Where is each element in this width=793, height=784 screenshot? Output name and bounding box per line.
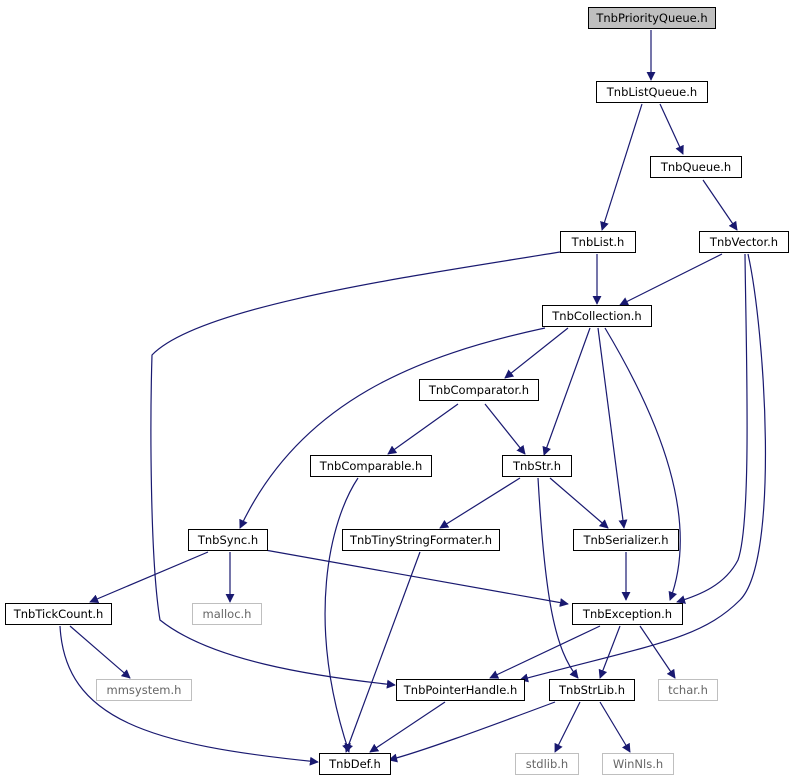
edge-queue-vector xyxy=(702,179,738,231)
edge-collection-str xyxy=(542,327,591,456)
node-vector[interactable]: TnbVector.h xyxy=(699,231,789,253)
edge-exception-strlib xyxy=(598,625,621,679)
edge-vector-pointerhandle xyxy=(519,253,767,683)
node-comparable[interactable]: TnbComparable.h xyxy=(310,455,432,477)
node-pointer-handle[interactable]: TnbPointerHandle.h xyxy=(396,679,525,701)
node-sync[interactable]: TnbSync.h xyxy=(188,529,268,551)
edge-listqueue-list xyxy=(600,103,643,231)
edge-collection-comparator xyxy=(504,327,569,379)
edge-collection-sync xyxy=(239,327,546,529)
edge-sync-exception xyxy=(264,549,569,608)
node-def[interactable]: TnbDef.h xyxy=(319,753,391,775)
edge-exception-pointerhandle xyxy=(489,625,601,679)
node-collection[interactable]: TnbCollection.h xyxy=(542,305,652,327)
node-str-lib[interactable]: TnbStrLib.h xyxy=(549,679,635,701)
node-str[interactable]: TnbStr.h xyxy=(502,455,572,477)
edge-vector-exception xyxy=(676,253,748,604)
edge-pointerhandle-def xyxy=(369,701,446,753)
node-list[interactable]: TnbList.h xyxy=(560,231,636,253)
edge-strlib-winnls xyxy=(599,701,631,753)
edge-listqueue-queue xyxy=(659,103,684,155)
node-tick-count[interactable]: TnbTickCount.h xyxy=(5,603,112,625)
node-queue[interactable]: TnbQueue.h xyxy=(650,156,742,178)
edge-strlib-def xyxy=(388,701,556,763)
edge-comparator-str xyxy=(484,403,526,455)
node-tiny-string-formater[interactable]: TnbTinyStringFormater.h xyxy=(342,529,500,551)
node-winnls[interactable]: WinNls.h xyxy=(602,753,674,775)
edge-str-strlib xyxy=(537,477,579,679)
edge-comparator-comparable xyxy=(387,403,459,455)
edge-tinyformater-def xyxy=(344,551,421,753)
edge-collection-serializer xyxy=(597,327,628,529)
node-exception[interactable]: TnbException.h xyxy=(572,603,683,625)
edge-collection-exception xyxy=(604,327,681,601)
edge-list-pointerhandle xyxy=(150,251,561,689)
edge-str-serializer xyxy=(549,477,609,529)
node-list-queue[interactable]: TnbListQueue.h xyxy=(596,81,708,103)
node-malloc[interactable]: malloc.h xyxy=(192,603,262,625)
edge-exception-tchar xyxy=(639,625,676,679)
edge-comparable-def xyxy=(324,477,359,753)
edge-tickcount-mmsystem xyxy=(69,625,131,679)
edge-strlib-stdlib xyxy=(554,701,581,753)
edge-vector-collection xyxy=(619,253,723,306)
edge-tickcount-def xyxy=(59,625,319,766)
node-serializer[interactable]: TnbSerializer.h xyxy=(573,529,679,551)
node-tchar[interactable]: tchar.h xyxy=(658,679,718,701)
node-mmsystem[interactable]: mmsystem.h xyxy=(96,679,192,701)
node-priority-queue[interactable]: TnbPriorityQueue.h xyxy=(588,7,716,29)
node-comparator[interactable]: TnbComparator.h xyxy=(419,379,539,401)
edge-sync-tickcount xyxy=(89,551,209,603)
edge-str-tinyformater xyxy=(439,477,521,529)
node-stdlib[interactable]: stdlib.h xyxy=(515,753,579,775)
